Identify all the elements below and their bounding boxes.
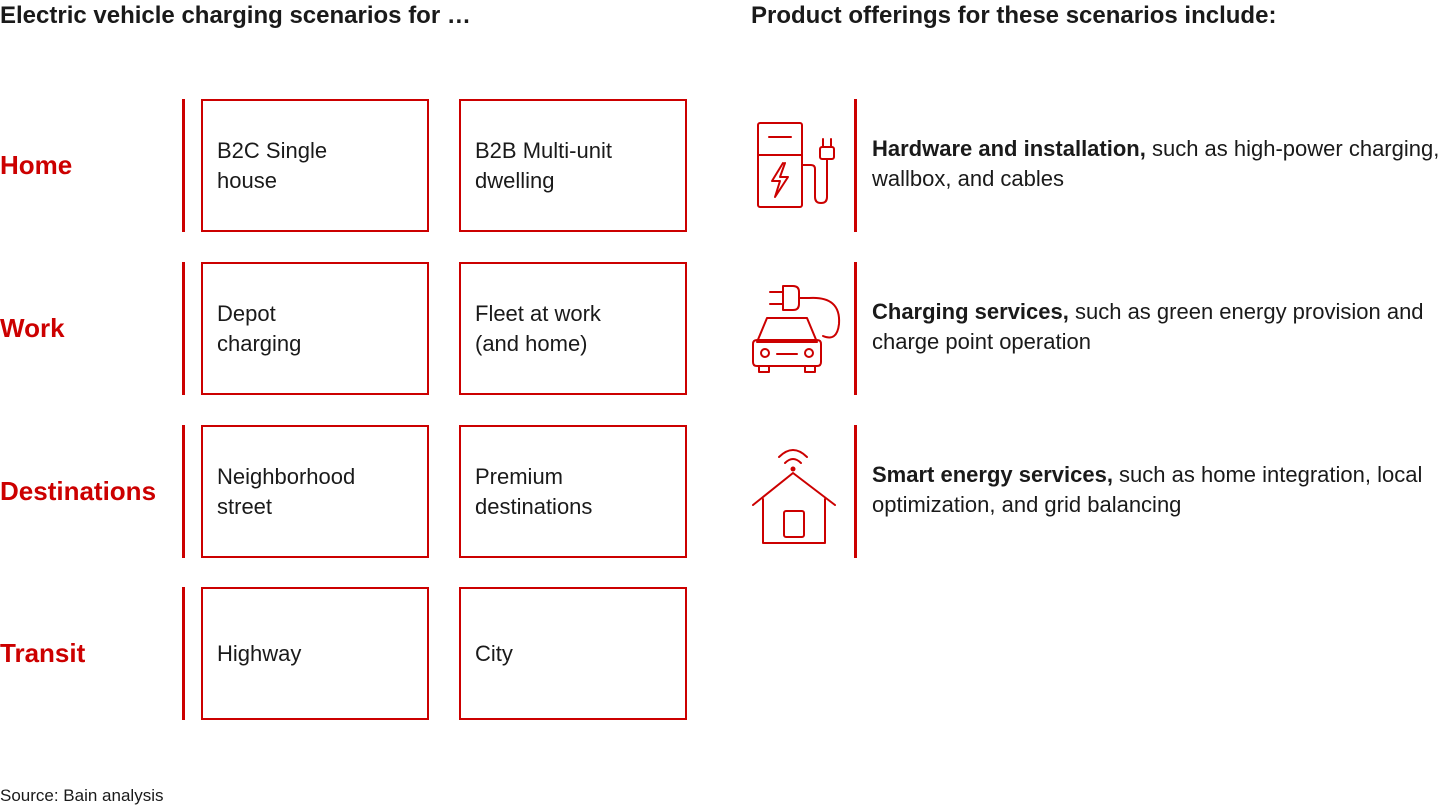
scenario-box: B2C Single house (201, 99, 429, 232)
scenario-box: B2B Multi-unit dwelling (459, 99, 687, 232)
scenario-box: Fleet at work (and home) (459, 262, 687, 395)
offering-text: Charging services, such as green energy … (872, 297, 1440, 357)
row-label: Work (0, 312, 65, 343)
scenario-box-label: Depot charging (217, 300, 302, 356)
scenario-row-destinations: Destinations Neighborhood street Premium… (0, 425, 700, 558)
offering-divider (854, 262, 857, 395)
offering-smart-energy: Smart energy services, such as home inte… (745, 425, 1440, 558)
offering-bold: Smart energy services, (872, 462, 1113, 487)
offering-divider (854, 99, 857, 232)
scenario-box-label: Neighborhood street (217, 463, 356, 519)
offering-text: Smart energy services, such as home inte… (872, 460, 1440, 520)
scenario-row-home: Home B2C Single house B2B Multi-unit dwe… (0, 99, 700, 232)
source-note: Source: Bain analysis (0, 786, 164, 805)
scenarios-heading: Electric vehicle charging scenarios for … (0, 2, 471, 29)
offering-hardware: Hardware and installation, such as high-… (745, 99, 1440, 232)
offering-description: such as green energy provision and charg… (872, 299, 1424, 354)
scenario-box: Depot charging (201, 262, 429, 395)
row-divider (182, 262, 185, 395)
offering-description: such as home integration, local optimiza… (872, 462, 1423, 517)
offering-charging-services: Charging services, such as green energy … (745, 262, 1440, 395)
scenario-box: Premium destinations (459, 425, 687, 558)
car-plug-icon (752, 285, 841, 373)
row-label: Home (0, 149, 73, 180)
scenario-row-work: Work Depot charging Fleet at work (and h… (0, 262, 700, 395)
scenario-box: Highway (201, 587, 429, 720)
scenario-box-label: B2B Multi-unit dwelling (475, 137, 612, 193)
scenario-box: City (459, 587, 687, 720)
offering-text: Hardware and installation, such as high-… (872, 134, 1440, 194)
offering-bold: Hardware and installation, (872, 136, 1146, 161)
row-divider (182, 99, 185, 232)
offering-description: such as high-power charging, wallbox, an… (872, 136, 1440, 191)
charging-station-icon (757, 122, 835, 208)
scenario-box-label: Premium destinations (475, 463, 593, 519)
scenario-box-label: Fleet at work (and home) (475, 300, 601, 356)
offering-bold: Charging services, (872, 299, 1069, 324)
scenario-box-label: City (475, 640, 513, 666)
row-label: Destinations (0, 475, 157, 506)
offering-divider (854, 425, 857, 558)
scenario-box-label: Highway (217, 640, 302, 666)
scenario-box: Neighborhood street (201, 425, 429, 558)
offerings-heading: Product offerings for these scenarios in… (751, 2, 1277, 29)
scenario-box-label: B2C Single house (217, 137, 328, 193)
scenario-row-transit: Transit Highway City (0, 587, 700, 720)
row-label: Transit (0, 637, 86, 668)
row-divider (182, 425, 185, 558)
row-divider (182, 587, 185, 720)
smart-home-icon (752, 449, 836, 544)
